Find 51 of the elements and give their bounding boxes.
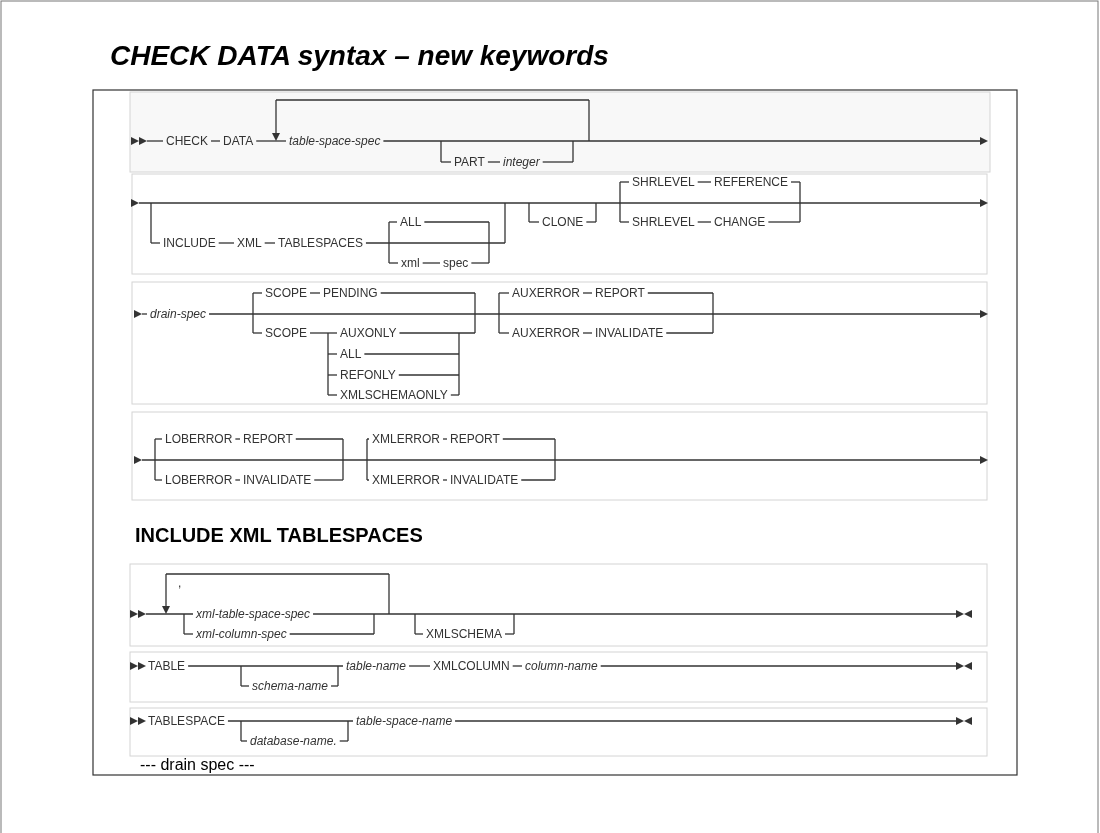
syntax-keyword: CHECK — [166, 134, 208, 148]
syntax-keyword: LOBERROR — [165, 473, 233, 487]
syntax-keyword: XMLERROR — [372, 473, 440, 487]
syntax-keyword: SCOPE — [265, 326, 307, 340]
syntax-keyword: TABLE — [148, 659, 186, 673]
syntax-keyword: SHRLEVEL — [632, 215, 695, 229]
syntax-variable: table-space-spec — [289, 134, 381, 148]
syntax-keyword: CHANGE — [714, 215, 766, 229]
syntax-keyword: AUXERROR — [512, 326, 580, 340]
syntax-variable: table-space-name — [356, 714, 453, 728]
syntax-keyword: DATA — [223, 134, 254, 148]
syntax-keyword: XMLCOLUMN — [433, 659, 510, 673]
syntax-variable: integer — [503, 155, 540, 169]
syntax-keyword: ALL — [400, 215, 422, 229]
syntax-keyword: LOBERROR — [165, 432, 233, 446]
syntax-keyword: spec — [443, 256, 469, 270]
syntax-keyword: INCLUDE — [163, 236, 216, 250]
syntax-keyword: REPORT — [450, 432, 500, 446]
syntax-keyword: REPORT — [595, 286, 645, 300]
syntax-keyword: AUXERROR — [512, 286, 580, 300]
syntax-keyword: REPORT — [243, 432, 293, 446]
syntax-variable: column-name — [525, 659, 598, 673]
syntax-keyword: XML — [237, 236, 262, 250]
syntax-keyword: CLONE — [542, 215, 584, 229]
syntax-keyword: TABLESPACE — [148, 714, 225, 728]
syntax-variable: database-name. — [250, 734, 337, 748]
syntax-keyword: XMLERROR — [372, 432, 440, 446]
syntax-variable: xml-table-space-spec — [196, 607, 311, 621]
syntax-keyword: REFERENCE — [714, 175, 788, 189]
section-heading: INCLUDE XML TABLESPACES — [135, 523, 423, 547]
syntax-keyword: , — [178, 576, 182, 590]
syntax-variable: drain-spec — [150, 307, 207, 321]
syntax-keyword: PART — [454, 155, 485, 169]
syntax-keyword: INVALIDATE — [595, 326, 664, 340]
syntax-keyword: REFONLY — [340, 368, 396, 382]
syntax-keyword: INVALIDATE — [243, 473, 312, 487]
syntax-keyword: PENDING — [323, 286, 378, 300]
syntax-keyword: ALL — [340, 347, 362, 361]
syntax-variable: table-name — [346, 659, 407, 673]
note-text: --- drain spec --- — [140, 755, 255, 775]
syntax-keyword: XMLSCHEMA — [426, 627, 502, 641]
syntax-keyword: TABLESPACES — [278, 236, 363, 250]
title: CHECK DATA syntax – new keywords — [110, 40, 609, 72]
syntax-keyword: INVALIDATE — [450, 473, 519, 487]
syntax-keyword: SHRLEVEL — [632, 175, 695, 189]
syntax-keyword: XMLSCHEMAONLY — [340, 388, 448, 402]
syntax-variable: schema-name — [252, 679, 329, 693]
syntax-variable: xml-column-spec — [196, 627, 287, 641]
syntax-keyword: xml — [401, 256, 420, 270]
syntax-keyword: AUXONLY — [340, 326, 397, 340]
syntax-keyword: SCOPE — [265, 286, 307, 300]
